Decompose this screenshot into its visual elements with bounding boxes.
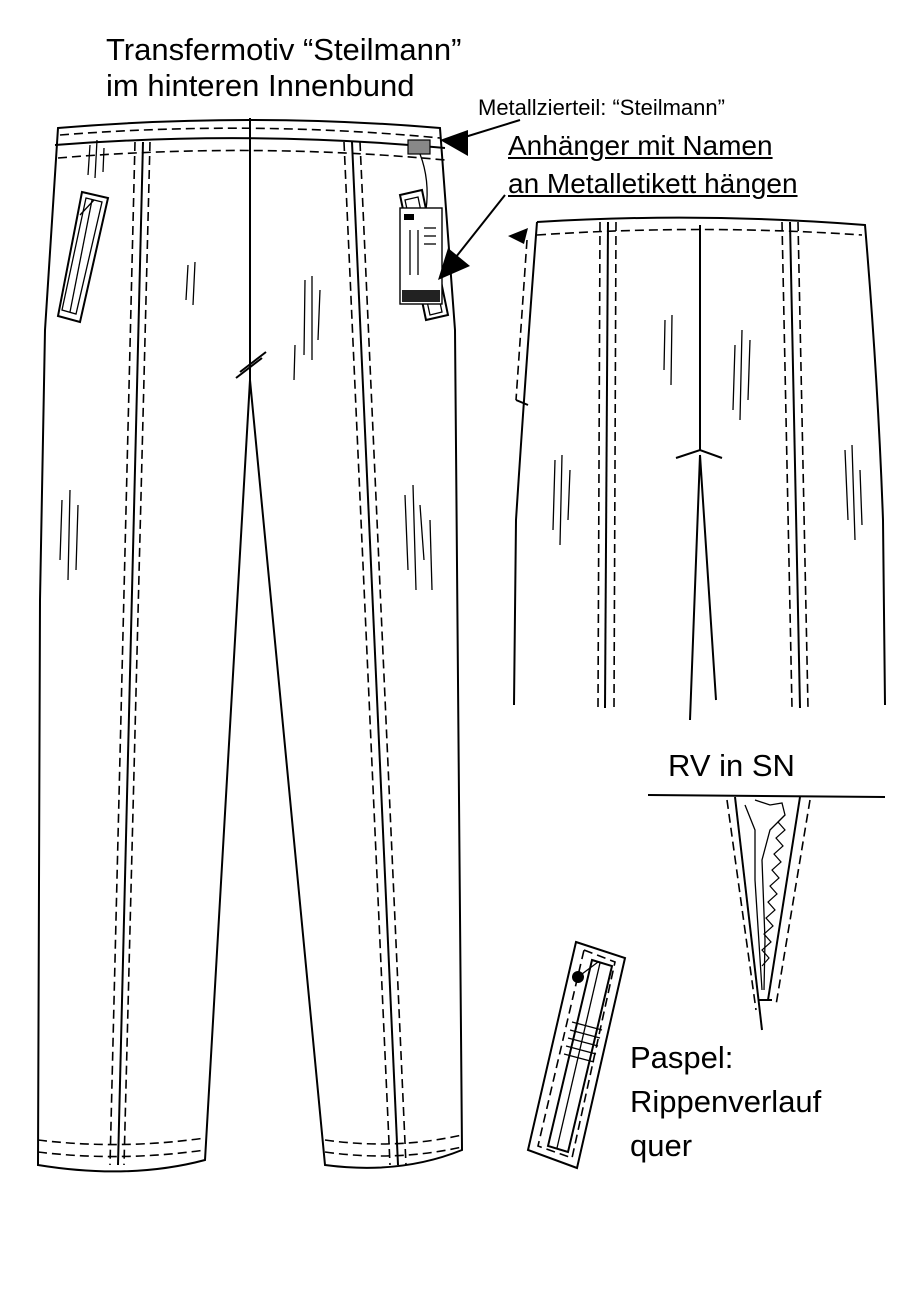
transfer-motif-label-line1: Transfermotiv “Steilmann” bbox=[106, 32, 462, 67]
arrow-icon bbox=[438, 119, 521, 280]
piping-label-line3: quer bbox=[630, 1128, 693, 1163]
metal-label-icon bbox=[407, 139, 431, 155]
pocket-left bbox=[56, 190, 110, 324]
transfer-motif-label-line2: im hinteren Innenbund bbox=[106, 68, 415, 103]
zipper-label: RV in SN bbox=[668, 748, 795, 783]
hangtag-label-line2: an Metalletikett hängen bbox=[508, 168, 798, 199]
piping-label-line2: Rippenverlauf bbox=[630, 1084, 822, 1119]
zipper-icon bbox=[647, 794, 886, 1031]
hangtag-icon bbox=[399, 207, 443, 305]
piping-label-line1: Paspel: bbox=[630, 1040, 734, 1075]
trousers-back-icon bbox=[508, 216, 886, 721]
metal-trim-label: Metallzierteil: “Steilmann” bbox=[478, 95, 725, 120]
pocket-piping-icon bbox=[526, 940, 627, 1170]
trousers-front-icon bbox=[36, 118, 464, 1173]
hangtag-label-line1: Anhänger mit Namen bbox=[508, 130, 773, 161]
